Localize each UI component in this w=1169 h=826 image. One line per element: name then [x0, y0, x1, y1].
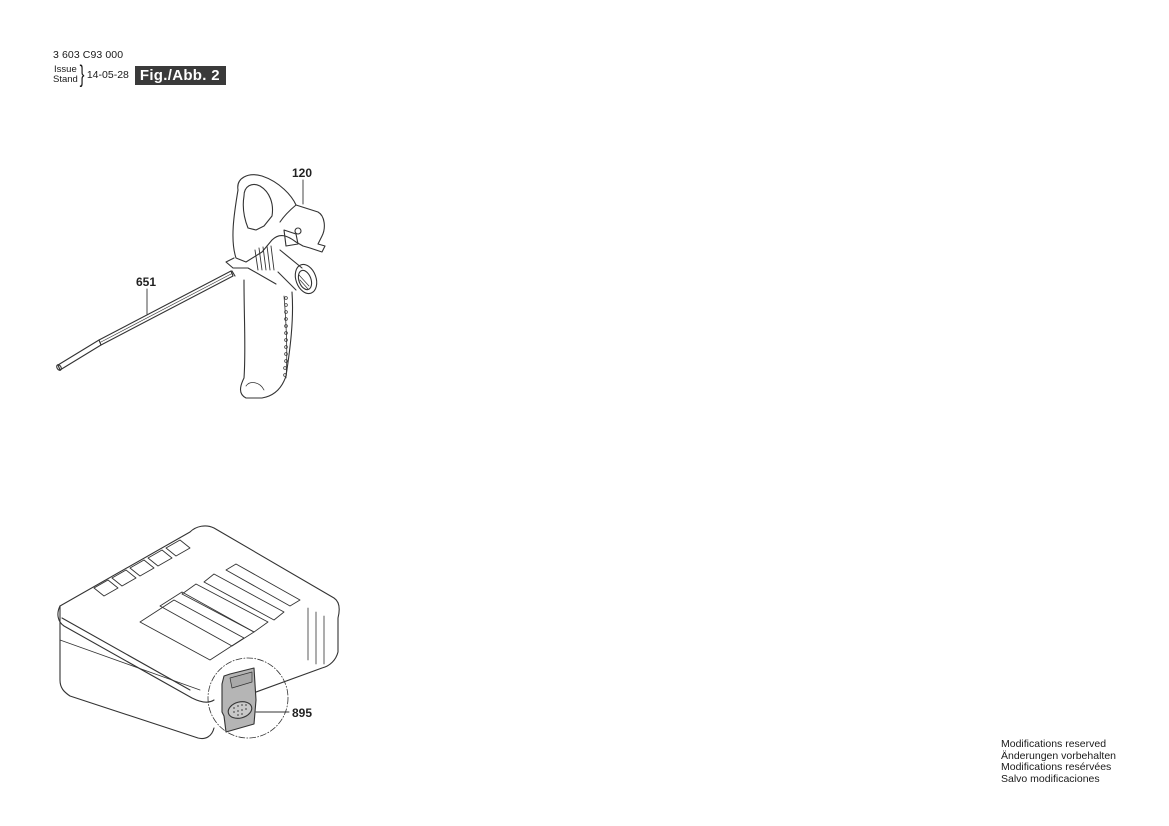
notice-line-en: Modifications reserved	[1001, 738, 1107, 750]
notice-line-fr: Modifications resérvées	[1001, 761, 1112, 773]
part-number: 3 603 C93 000	[53, 49, 124, 61]
modifications-notice: Modifications reserved Änderungen vorbeh…	[1001, 738, 1117, 785]
issue-row: Issue Stand } 14-05-28 Fig./Abb. 2	[53, 61, 226, 88]
document-header: 3 603 C93 000 Issue Stand } 14-05-28 Fig…	[53, 49, 226, 87]
auxiliary-handle-illustration	[225, 174, 326, 399]
depth-stop-rod-illustration	[56, 270, 236, 371]
figure-badge: Fig./Abb. 2	[134, 65, 226, 85]
grip-dimples	[283, 296, 288, 377]
callout-120: 120	[292, 166, 313, 180]
stand-label: Stand	[53, 74, 78, 85]
callout-651: 651	[136, 275, 157, 289]
carrying-case-illustration	[57, 525, 340, 740]
callout-895: 895	[292, 706, 313, 720]
brace-glyph: }	[79, 61, 85, 88]
notice-line-de: Änderungen vorbehalten	[1001, 749, 1117, 762]
issue-label: Issue	[54, 64, 77, 75]
issue-date: 14-05-28	[86, 69, 129, 81]
issue-labels: Issue Stand	[53, 65, 78, 85]
notice-line-es: Salvo modificaciones	[1001, 772, 1100, 785]
clip-dots	[233, 704, 247, 716]
